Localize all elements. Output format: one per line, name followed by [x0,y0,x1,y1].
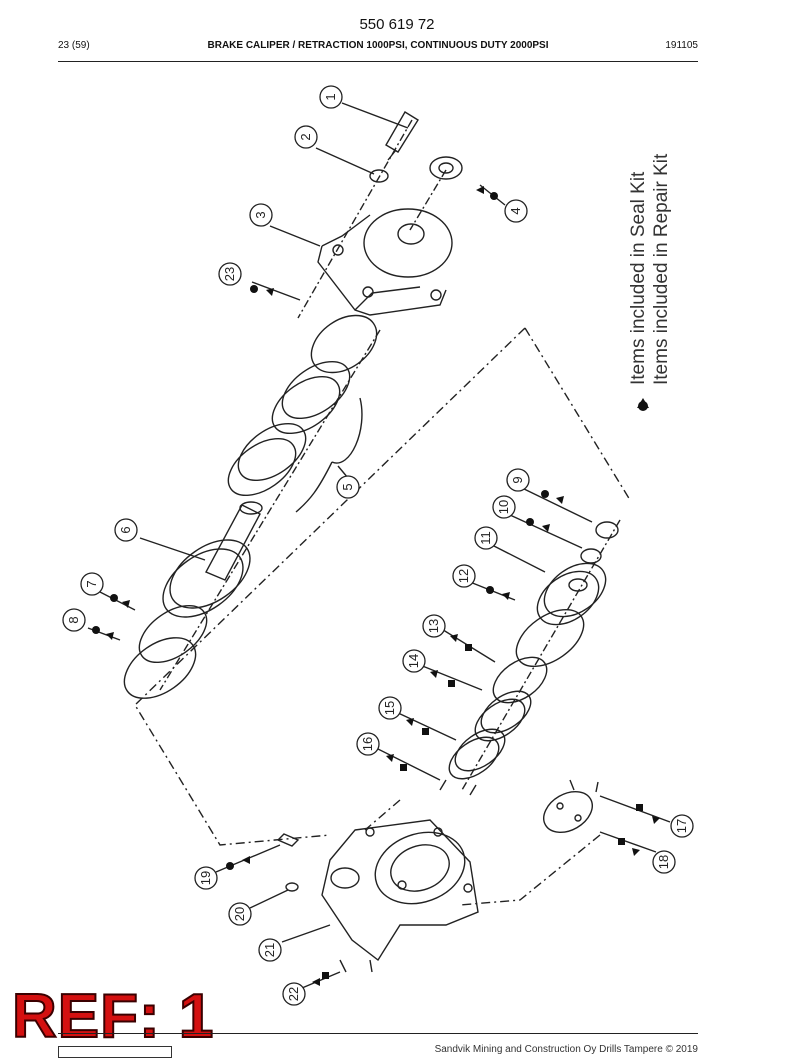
callout-3: 3 [253,211,268,218]
footer-copyright: Sandvik Mining and Construction Oy Drill… [434,1044,698,1055]
callout-10: 10 [496,500,511,514]
axis-line-4 [409,169,447,231]
part-4-plug [429,156,463,180]
callout-4: 4 [508,207,523,214]
group-outline-upper [134,327,631,846]
document-number: 550 619 72 [359,16,435,33]
part-12-ring [515,609,585,667]
part-20-pin [285,882,299,892]
axis-line-lower [461,519,621,791]
callout-5: 5 [340,483,355,490]
header-divider [58,61,698,62]
part-19-bleeder [276,833,300,847]
document-date: 191105 [665,40,698,51]
callout-labels: 1 2 3 4 5 6 7 8 9 10 11 12 13 14 15 16 1… [66,93,689,1001]
axis-line-piston [159,329,381,691]
callout-circles [62,85,694,1006]
callout-9: 9 [510,476,525,483]
part-13-ring [492,656,548,704]
callout-2: 2 [298,133,313,140]
callout-7: 7 [84,580,99,587]
part-3-housing [317,208,453,316]
document-title: BRAKE CALIPER / RETRACTION 1000PSI, CONT… [207,40,549,51]
part-6-piston [162,501,263,618]
part-16-screws [439,779,477,796]
company-logo [58,1046,172,1058]
part-15-plate [448,728,506,780]
part-14-seal [474,690,532,742]
part-1-bolt [385,111,419,161]
part-21-caliper-body [321,819,479,962]
callout-14: 14 [406,654,421,668]
group-outline-link [364,799,401,831]
callout-11: 11 [478,531,493,545]
callout-19: 19 [198,871,213,885]
callout-18: 18 [656,855,671,869]
callout-16: 16 [360,737,375,751]
callout-17: 17 [674,819,689,833]
legend-repair-kit: Items included in Repair Kit [651,153,672,385]
part-7-ring [138,605,208,663]
part-22-screws [339,959,373,973]
group-outline-lower [459,834,601,906]
page-header: 23 (59) BRAKE CALIPER / RETRACTION 1000P… [58,40,698,56]
part-5-disc-springs [227,361,363,513]
part-2-washer [369,169,389,183]
callout-6: 6 [118,526,133,533]
callout-20: 20 [232,907,247,921]
callout-23: 23 [222,267,237,281]
callout-12: 12 [456,569,471,583]
legend-seal-kit: Items included in Seal Kit [628,171,649,385]
kit-markers [92,186,660,986]
part-8-ring [123,637,197,699]
callout-21: 21 [262,943,277,957]
part-9-ring [595,521,619,539]
page-number: 23 (59) [58,40,90,51]
callout-15: 15 [382,701,397,715]
kit-legend: Items included in Seal Kit Items include… [625,130,685,420]
part-10-ring [580,548,602,564]
part-11-cap [536,562,607,626]
callout-1: 1 [323,93,338,100]
o-ring-upper [310,314,378,374]
part-17-18-cover [543,779,599,833]
callout-22: 22 [286,987,301,1001]
callout-8: 8 [66,616,81,623]
footer-divider [58,1033,698,1034]
ref-stamp: REF: 1 [11,982,215,1051]
exploded-parts-diagram: 1 2 3 4 5 6 7 8 9 10 11 12 13 14 15 16 1… [62,85,694,1006]
callout-13: 13 [426,619,441,633]
